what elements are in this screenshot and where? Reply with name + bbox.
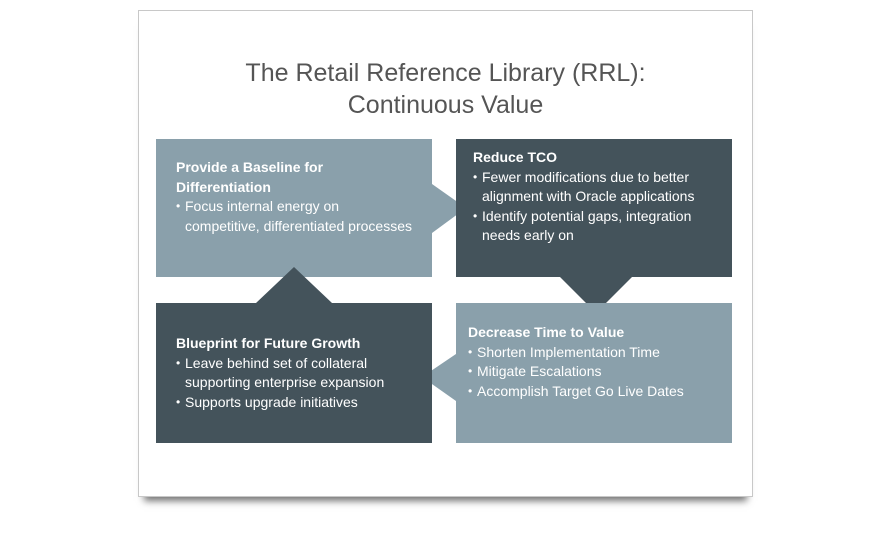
- time-to-value-box: Decrease Time to Value Shorten Implement…: [468, 323, 723, 401]
- blueprint-bullets: Leave behind set of collateral supportin…: [176, 354, 421, 413]
- bullet-item: Shorten Implementation Time: [468, 343, 723, 363]
- bullet-item: Accomplish Target Go Live Dates: [468, 382, 723, 402]
- baseline-bullets: Focus internal energy on competitive, di…: [176, 197, 416, 236]
- bullet-item: Leave behind set of collateral supportin…: [176, 354, 421, 393]
- bullet-item: Identify potential gaps, integration nee…: [473, 207, 723, 246]
- reduce-tco-box: Reduce TCO Fewer modifications due to be…: [473, 148, 723, 246]
- bullet-item: Supports upgrade initiatives: [176, 393, 421, 413]
- bullet-item: Mitigate Escalations: [468, 362, 723, 382]
- baseline-box: Provide a Baseline for Differentiation F…: [176, 158, 416, 236]
- bullet-item: Focus internal energy on competitive, di…: [176, 197, 416, 236]
- time-to-value-heading: Decrease Time to Value: [468, 324, 625, 340]
- slide-title: The Retail Reference Library (RRL): Cont…: [139, 57, 752, 121]
- title-line-1: The Retail Reference Library (RRL):: [245, 59, 646, 87]
- blueprint-heading: Blueprint for Future Growth: [176, 335, 361, 351]
- bullet-item: Fewer modifications due to better alignm…: [473, 168, 723, 207]
- blueprint-box: Blueprint for Future Growth Leave behind…: [176, 334, 421, 412]
- reduce-tco-bullets: Fewer modifications due to better alignm…: [473, 168, 723, 246]
- reduce-tco-heading: Reduce TCO: [473, 149, 558, 165]
- baseline-heading-1: Provide a Baseline for: [176, 159, 324, 175]
- time-to-value-bullets: Shorten Implementation Time Mitigate Esc…: [468, 343, 723, 402]
- baseline-heading-2: Differentiation: [176, 178, 271, 195]
- title-line-2: Continuous Value: [347, 91, 544, 119]
